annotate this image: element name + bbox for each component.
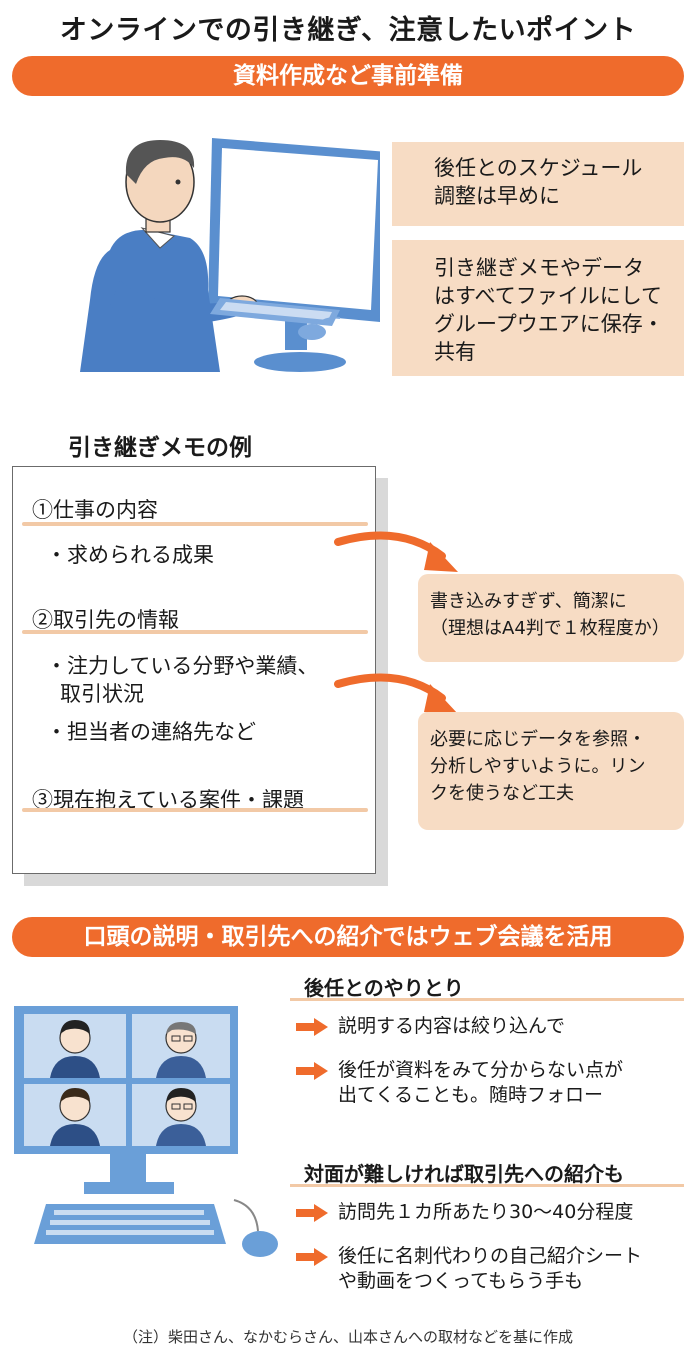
person-icon bbox=[80, 140, 259, 372]
bullet-line: 後任に名刺代わりの自己紹介シート bbox=[338, 1245, 643, 1267]
memo-item-contacts: ・担当者の連絡先など bbox=[46, 720, 256, 744]
group-heading-client-intro: 対面が難しければ取引先への紹介も bbox=[304, 1162, 624, 1186]
arrow-right-icon bbox=[296, 1062, 328, 1080]
memo-item-status: 取引状況 bbox=[60, 682, 144, 706]
note-schedule: 後任とのスケジュール 調整は早めに bbox=[392, 142, 684, 226]
person-at-computer-illustration bbox=[80, 138, 380, 372]
participant-avatar-icon bbox=[156, 1088, 206, 1146]
callout-concise: 書き込みすぎず、簡潔に （理想はA4判で１枚程度か） bbox=[418, 574, 684, 662]
memo-item-work: ①仕事の内容 bbox=[32, 498, 158, 522]
monitor-icon bbox=[208, 138, 380, 372]
keyboard-icon bbox=[210, 298, 340, 326]
memo-underline bbox=[22, 522, 368, 526]
callout-line: 書き込みすぎず、簡潔に bbox=[430, 591, 627, 612]
participant-avatar-icon bbox=[50, 1088, 100, 1146]
note-line: 共有 bbox=[434, 340, 476, 364]
footnote: （注）柴田さん、なかむらさん、山本さんへの取材などを基に作成 bbox=[122, 1328, 573, 1346]
bullet-line: 出てくることも。随時フォロー bbox=[338, 1084, 604, 1106]
note-line: グループウエアに保存・ bbox=[434, 312, 664, 336]
bullet-line: 訪問先１カ所あたり30～40分程度 bbox=[338, 1201, 634, 1223]
memo-item-clients: ②取引先の情報 bbox=[32, 608, 179, 632]
bullet-line: や動画をつくってもらう手も bbox=[338, 1270, 584, 1292]
memo-item-focus: ・注力している分野や業績、 bbox=[46, 654, 319, 678]
bullet-line: 後任が資料をみて分からない点が bbox=[338, 1059, 624, 1081]
memo-underline bbox=[22, 808, 368, 812]
participant-avatar-icon bbox=[156, 1022, 206, 1078]
callout-links: 必要に応じデータを参照・ 分析しやすいように。リン クを使うなど工夫 bbox=[418, 712, 684, 830]
web-meeting-computer-illustration bbox=[14, 1006, 278, 1257]
page-title: オンラインでの引き継ぎ、注意したいポイント bbox=[59, 15, 637, 46]
arrow-right-icon bbox=[296, 1248, 328, 1266]
heading-underline bbox=[290, 998, 684, 1001]
bullet-line: 説明する内容は絞り込んで bbox=[338, 1015, 566, 1037]
note-line: 後任とのスケジュール bbox=[434, 156, 643, 180]
memo-item-results: ・求められる成果 bbox=[46, 543, 214, 567]
keyboard-icon bbox=[34, 1204, 226, 1244]
callout-line: 分析しやすいように。リン bbox=[430, 756, 646, 777]
bullet-item: 説明する内容は絞り込んで bbox=[296, 1014, 686, 1039]
bullet-item: 後任に名刺代わりの自己紹介シート や動画をつくってもらう手も bbox=[296, 1244, 692, 1294]
arrow-right-icon bbox=[296, 1204, 328, 1222]
note-files: 引き継ぎメモやデータ はすべてファイルにして グループウエアに保存・ 共有 bbox=[392, 240, 684, 376]
section-banner-web-meeting: 口頭の説明・取引先への紹介ではウェブ会議を活用 bbox=[12, 917, 684, 957]
memo-heading: 引き継ぎメモの例 bbox=[68, 435, 252, 461]
mouse-icon bbox=[298, 324, 326, 340]
participant-avatar-icon bbox=[50, 1020, 100, 1078]
curved-arrow-icon bbox=[334, 673, 458, 714]
note-line: はすべてファイルにして bbox=[434, 284, 663, 308]
bullet-item: 後任が資料をみて分からない点が 出てくることも。随時フォロー bbox=[296, 1058, 686, 1108]
mouse-icon bbox=[242, 1231, 278, 1257]
memo-underline bbox=[22, 630, 368, 634]
note-line: 調整は早めに bbox=[434, 184, 560, 208]
callout-line: クを使うなど工夫 bbox=[430, 783, 574, 804]
callout-line: （理想はA4判で１枚程度か） bbox=[430, 618, 670, 639]
heading-underline bbox=[290, 1184, 684, 1187]
group-heading-successor: 後任とのやりとり bbox=[304, 976, 464, 1000]
callout-line: 必要に応じデータを参照・ bbox=[430, 729, 646, 750]
note-line: 引き継ぎメモやデータ bbox=[434, 256, 644, 280]
curved-arrow-icon bbox=[334, 531, 458, 572]
monitor-icon bbox=[14, 1006, 238, 1194]
memo-paper bbox=[12, 466, 376, 874]
arrow-right-icon bbox=[296, 1018, 328, 1036]
section-banner-preparation: 資料作成など事前準備 bbox=[12, 56, 684, 96]
bullet-item: 訪問先１カ所あたり30～40分程度 bbox=[296, 1200, 686, 1225]
